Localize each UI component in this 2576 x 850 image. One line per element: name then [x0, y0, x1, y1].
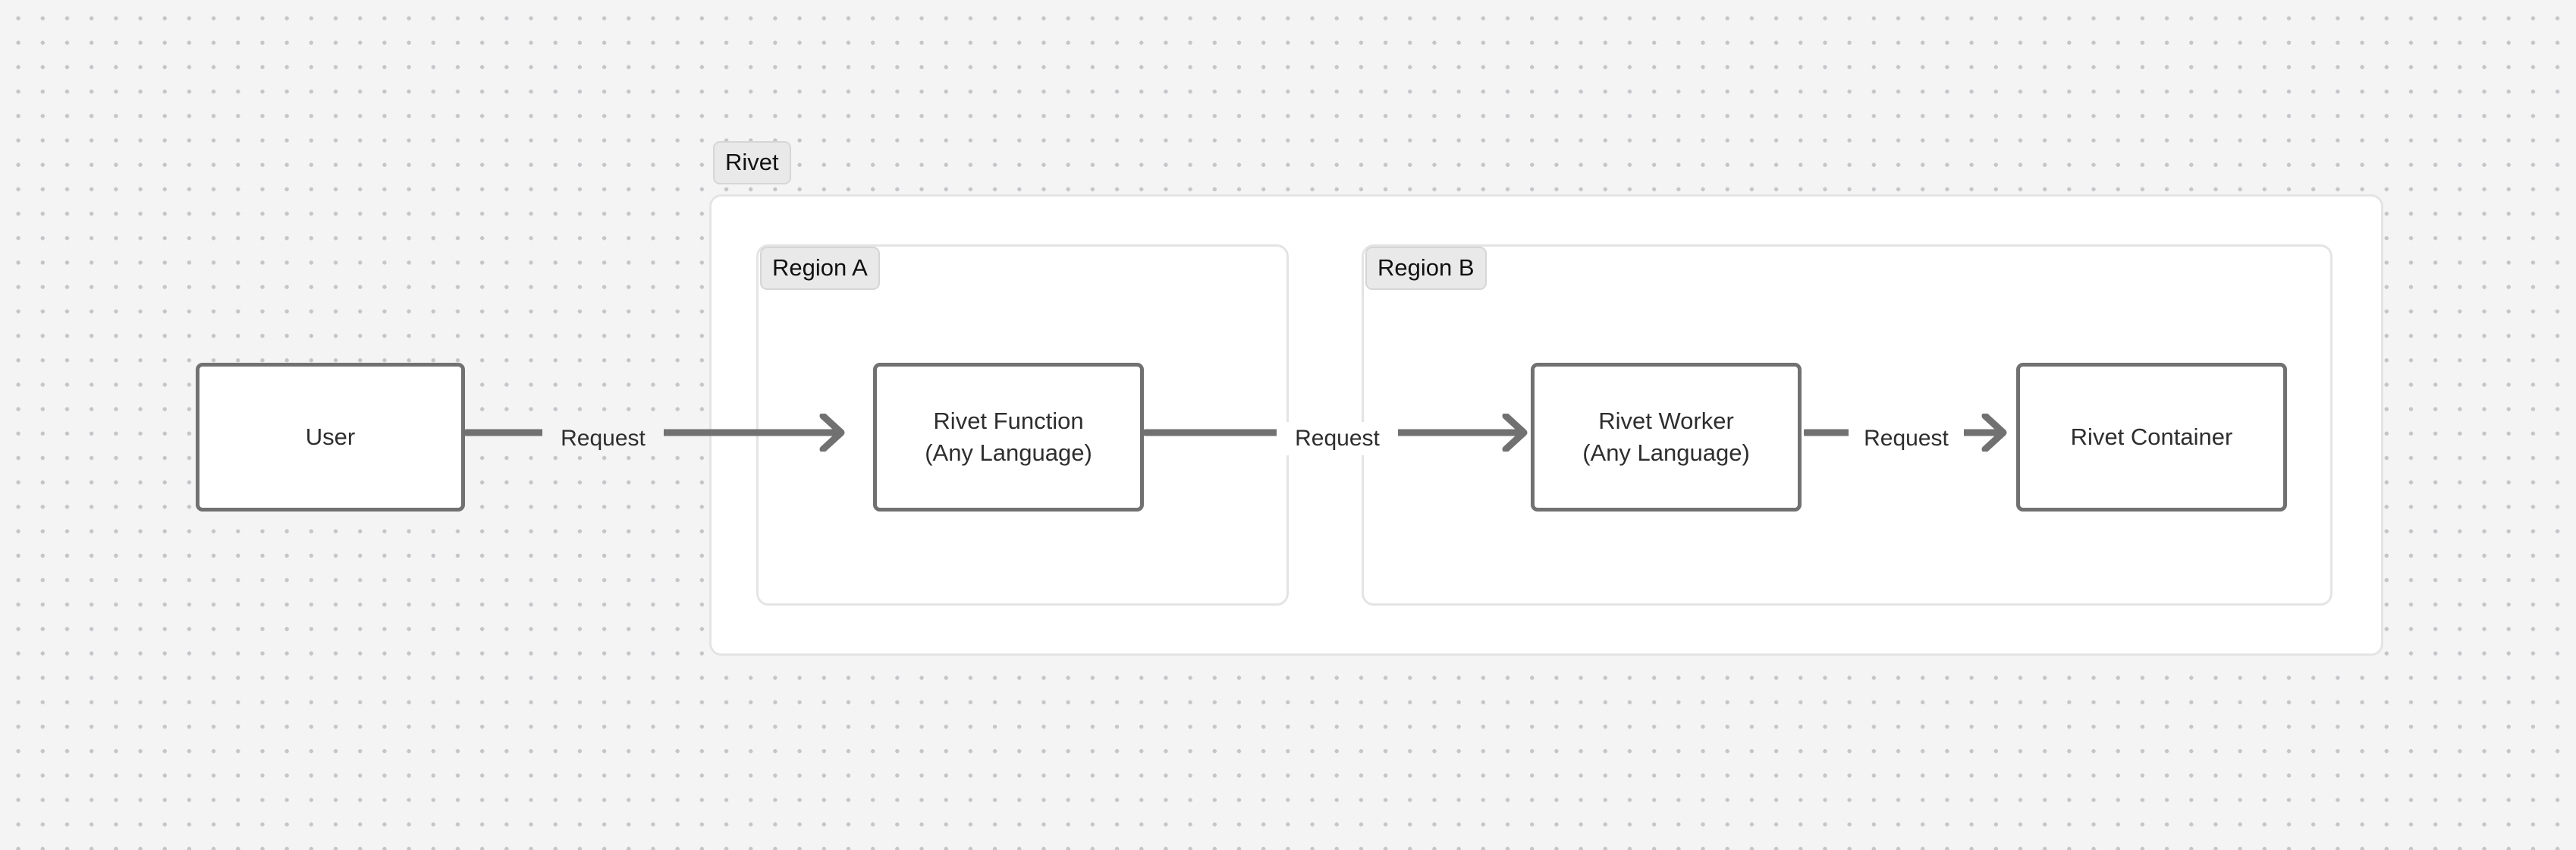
node-rivet-worker-label: Rivet Worker (Any Language)	[1582, 408, 1750, 466]
edge-rivet-worker-to-rivet-container-label: Request	[1864, 426, 1949, 451]
edge-label-backdrop	[1849, 422, 1964, 455]
edge-label-backdrop	[1277, 422, 1398, 455]
node-user-label: User	[305, 423, 356, 451]
node-rivet-worker[interactable]: Rivet Worker (Any Language)	[1531, 363, 1802, 512]
node-rivet-function[interactable]: Rivet Function (Any Language)	[873, 363, 1144, 512]
edge-user-to-rivet-function-label: Request	[561, 426, 646, 451]
node-rivet-function-label: Rivet Function (Any Language)	[925, 408, 1092, 466]
edge-label-backdrop	[542, 422, 664, 455]
node-rivet-container[interactable]: Rivet Container	[2016, 363, 2287, 512]
group-region-a-label: Region A	[760, 247, 880, 290]
edge-rivet-function-to-rivet-worker-label: Request	[1295, 426, 1380, 451]
node-user[interactable]: User	[196, 363, 465, 512]
node-rivet-container-label: Rivet Container	[2070, 423, 2233, 451]
group-region-b-label: Region B	[1365, 247, 1487, 290]
group-rivet-label: Rivet	[713, 141, 791, 184]
